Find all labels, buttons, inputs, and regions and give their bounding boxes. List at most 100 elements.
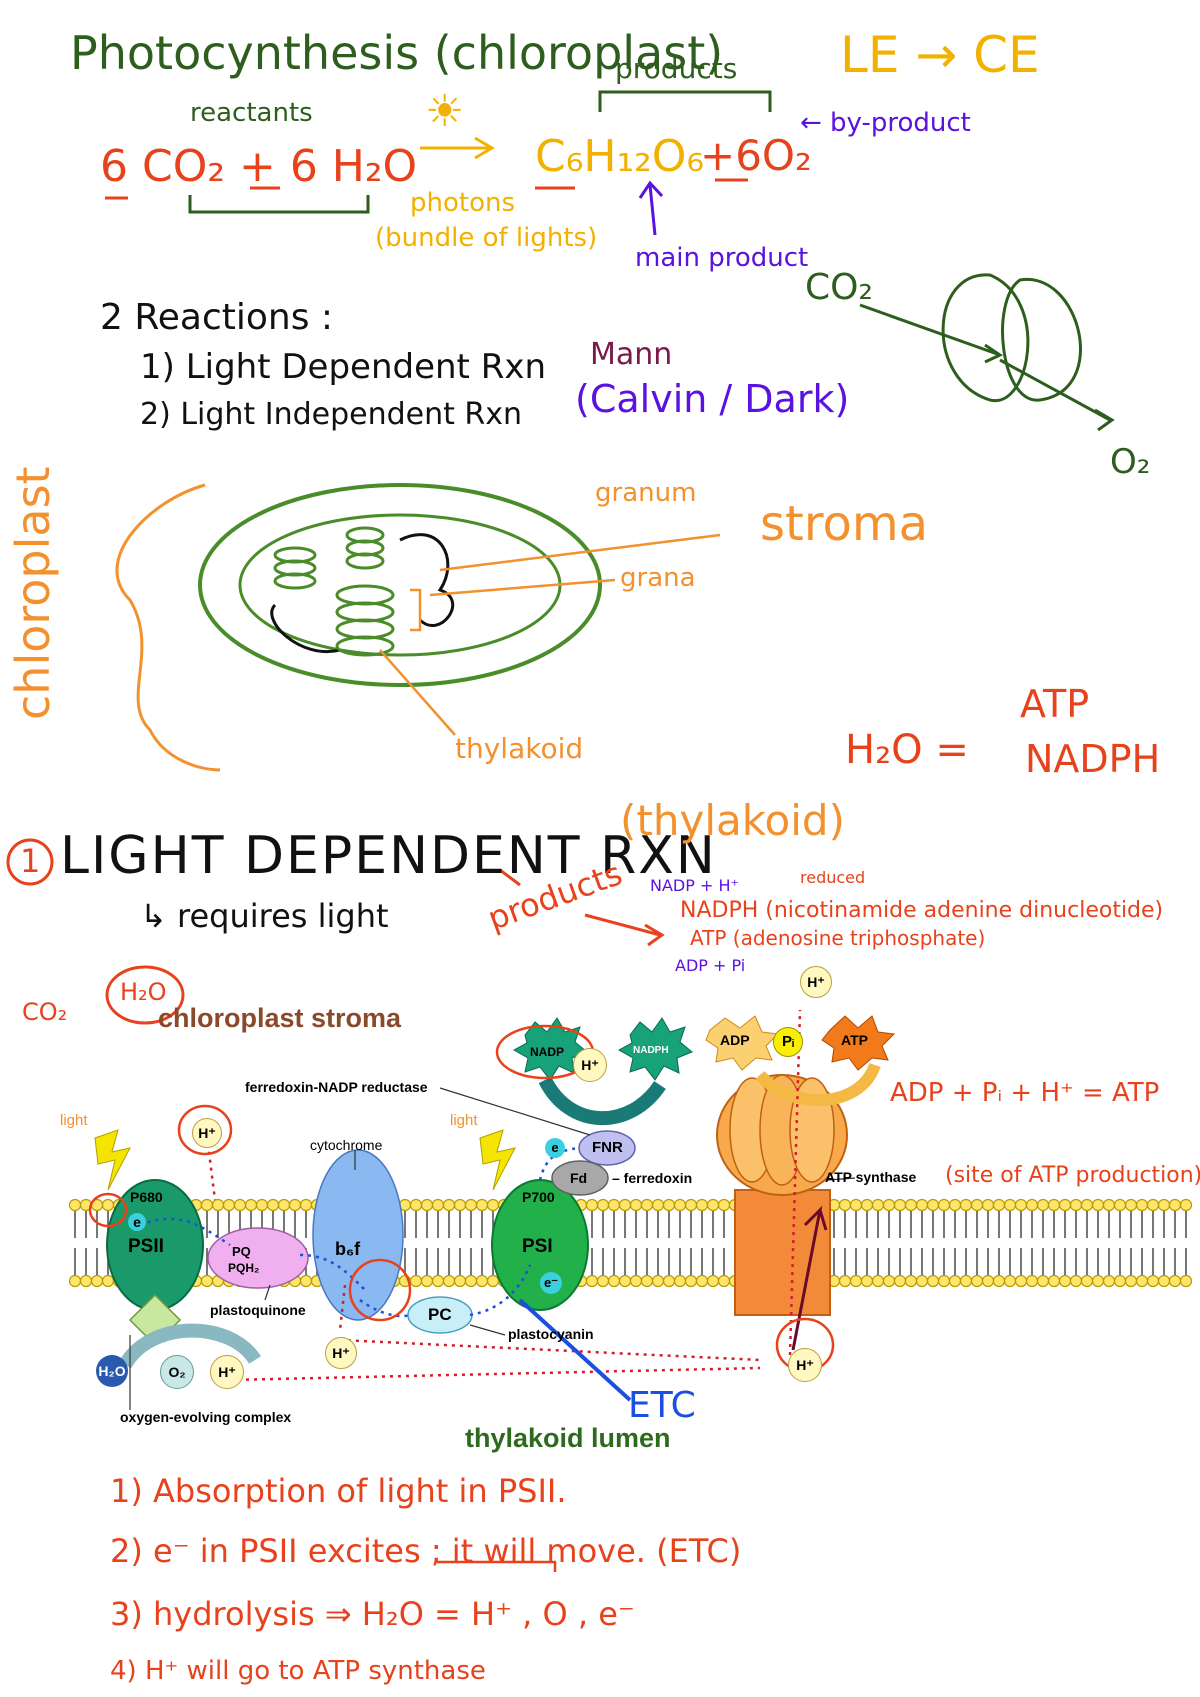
lipid-head xyxy=(620,1276,631,1287)
reactants-bracket xyxy=(190,195,368,212)
reduced-note: reduced xyxy=(800,870,865,886)
lipid-head xyxy=(664,1276,675,1287)
psii-label: PSII xyxy=(128,1237,164,1256)
nadp-arrow xyxy=(545,1080,660,1118)
site-note: (site of ATP production) xyxy=(945,1165,1200,1187)
leaf-co2-label: CO₂ xyxy=(805,270,873,306)
main-product-arrow xyxy=(640,183,662,235)
lipid-head xyxy=(466,1276,477,1287)
lipid-head xyxy=(895,1200,906,1211)
lipid-head xyxy=(202,1200,213,1211)
proton-ion: H⁺ xyxy=(800,966,832,998)
lipid-head xyxy=(653,1200,664,1211)
etc-label: ETC xyxy=(628,1388,696,1424)
byproduct-label: ← by-product xyxy=(800,110,971,136)
lipid-head xyxy=(939,1276,950,1287)
lipid-head xyxy=(290,1200,301,1211)
electron-psii: e xyxy=(128,1213,146,1231)
lipid-head xyxy=(1093,1276,1104,1287)
lipid-head xyxy=(642,1200,653,1211)
lipid-head xyxy=(301,1200,312,1211)
equation-reactants: 6 CO₂ + 6 H₂O xyxy=(100,145,417,189)
lipid-head xyxy=(488,1200,499,1211)
atp-label: ATP xyxy=(841,1033,868,1047)
lipid-head xyxy=(675,1276,686,1287)
lipid-head xyxy=(928,1276,939,1287)
lipid-head xyxy=(1082,1276,1093,1287)
lipid-head xyxy=(1170,1276,1181,1287)
lipid-head xyxy=(433,1276,444,1287)
lipid-head xyxy=(1027,1276,1038,1287)
lipid-head xyxy=(477,1276,488,1287)
section-location: (thylakoid) xyxy=(620,800,845,842)
lipid-head xyxy=(213,1200,224,1211)
lipid-head xyxy=(1104,1200,1115,1211)
oec-label: oxygen-evolving complex xyxy=(120,1410,291,1424)
lipid-head xyxy=(851,1200,862,1211)
lipid-head xyxy=(686,1276,697,1287)
h2o-molecule: H₂O xyxy=(96,1355,128,1387)
products-bracket xyxy=(600,92,770,112)
step-4: 4) H⁺ will go to ATP synthase xyxy=(110,1658,486,1684)
lipid-head xyxy=(92,1276,103,1287)
lipid-head xyxy=(1027,1200,1038,1211)
lipid-head xyxy=(1093,1200,1104,1211)
chloroplast-side-label: chloroplast xyxy=(10,466,56,720)
lipid-head xyxy=(301,1276,312,1287)
proton-ion: H⁺ xyxy=(210,1355,244,1389)
mann-label: Mann xyxy=(590,340,672,370)
lipid-head xyxy=(1148,1276,1159,1287)
products-label: products xyxy=(615,55,737,83)
o2-molecule: O₂ xyxy=(160,1355,194,1389)
atp-full: ATP (adenosine triphosphate) xyxy=(690,928,985,948)
lipid-head xyxy=(1038,1276,1049,1287)
lipid-head xyxy=(1005,1200,1016,1211)
lightning-icon xyxy=(480,1130,515,1190)
ferredoxin-label: – ferredoxin xyxy=(612,1171,692,1185)
lipid-head xyxy=(1016,1276,1027,1287)
chloroplast-sketch xyxy=(117,485,720,770)
bundle-label: (bundle of lights) xyxy=(375,225,597,251)
lipid-head xyxy=(961,1200,972,1211)
h2o-circled: H₂O xyxy=(120,980,167,1004)
lipid-head xyxy=(917,1276,928,1287)
lipid-head xyxy=(1115,1276,1126,1287)
lipid-head xyxy=(862,1200,873,1211)
lipid-head xyxy=(279,1200,290,1211)
reaction-arrow xyxy=(420,138,492,158)
lipid-head xyxy=(246,1200,257,1211)
lipid-head xyxy=(917,1200,928,1211)
lipid-head xyxy=(1137,1276,1148,1287)
lipid-head xyxy=(895,1276,906,1287)
main-product-label: main product xyxy=(635,245,808,271)
calvin-label: (Calvin / Dark) xyxy=(575,380,849,418)
lipid-head xyxy=(268,1200,279,1211)
light-label-2: light xyxy=(450,1113,478,1128)
requires-light: ↳ requires light xyxy=(140,900,389,932)
lipid-head xyxy=(1082,1200,1093,1211)
lipid-head xyxy=(598,1200,609,1211)
proton-ion: H⁺ xyxy=(788,1348,822,1382)
lipid-head xyxy=(1137,1200,1148,1211)
granum-label: granum xyxy=(595,480,696,506)
lipid-head xyxy=(587,1200,598,1211)
lipid-head xyxy=(851,1276,862,1287)
lipid-head xyxy=(1126,1276,1137,1287)
reaction-item-2: 2) Light Independent Rxn xyxy=(140,400,522,430)
nadp-h-note: NADP + H⁺ xyxy=(650,878,739,894)
stomata-sketch xyxy=(860,275,1112,430)
lipid-head xyxy=(1060,1276,1071,1287)
lipid-head xyxy=(70,1276,81,1287)
lipid-head xyxy=(1181,1276,1192,1287)
adp-label: ADP xyxy=(720,1033,750,1047)
plastocyanin-label: plastocyanin xyxy=(508,1327,594,1341)
lipid-head xyxy=(444,1276,455,1287)
lipid-head xyxy=(1049,1276,1060,1287)
lipid-head xyxy=(422,1200,433,1211)
lipid-head xyxy=(1049,1200,1060,1211)
lumen-diagram-label: thylakoid lumen xyxy=(465,1425,671,1452)
step-1: 1) Absorption of light in PSII. xyxy=(110,1475,567,1507)
lipid-head xyxy=(433,1200,444,1211)
lipid-head xyxy=(620,1200,631,1211)
fnr-label: FNR xyxy=(592,1140,623,1155)
